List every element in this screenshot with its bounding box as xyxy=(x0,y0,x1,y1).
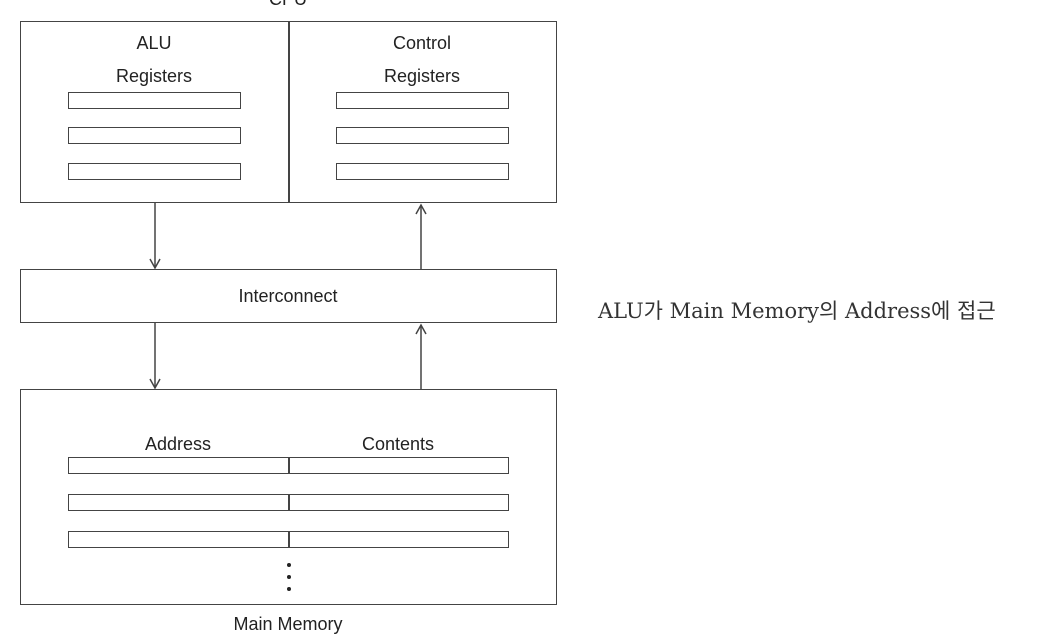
ellipsis-dot xyxy=(287,587,291,591)
interconnect-label: Interconnect xyxy=(238,286,338,306)
control-register xyxy=(336,92,509,109)
alu-register xyxy=(68,127,241,144)
up-arrow-head xyxy=(415,323,427,335)
address-label: Address xyxy=(144,434,212,454)
up-arrow-head xyxy=(415,203,427,215)
memory-row-divider xyxy=(288,531,290,548)
control-label: Control xyxy=(392,33,452,53)
down-arrow-head xyxy=(149,378,161,390)
memory-row-divider xyxy=(288,494,290,511)
cpu-divider xyxy=(288,21,290,203)
ellipsis-dot xyxy=(287,575,291,579)
alu-register xyxy=(68,163,241,180)
caption: ALU가 Main Memory의 Address에 접근 xyxy=(598,299,996,323)
cpu-label: CPU xyxy=(269,0,307,10)
alu-register xyxy=(68,92,241,109)
interconnect-box xyxy=(20,269,557,323)
main-memory-label: Main Memory xyxy=(233,614,343,634)
down-arrow-head xyxy=(149,258,161,270)
control-register xyxy=(336,163,509,180)
contents-label: Contents xyxy=(361,434,435,454)
alu-label: ALU xyxy=(136,33,172,53)
ellipsis-dot xyxy=(287,563,291,567)
alu-registers-label: Registers xyxy=(115,66,193,86)
control-register xyxy=(336,127,509,144)
control-registers-label: Registers xyxy=(383,66,461,86)
memory-row-divider xyxy=(288,457,290,474)
